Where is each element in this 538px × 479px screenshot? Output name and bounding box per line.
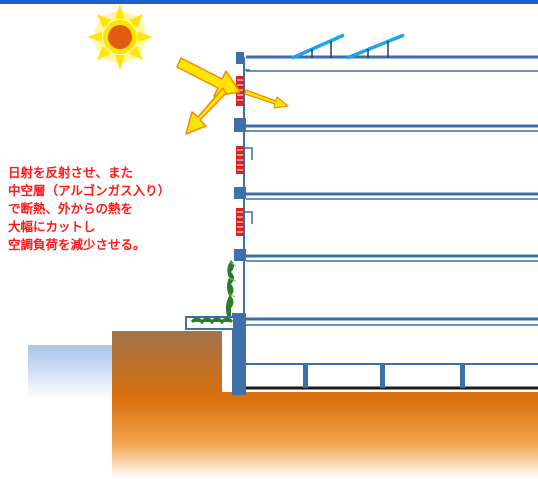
transmitted-heat-arrow (244, 89, 289, 109)
sun-icon (87, 4, 153, 70)
green-wall-icon (185, 260, 237, 330)
caption-line: 中空層（アルゴンガス入り） (8, 183, 171, 198)
soil-mound (112, 331, 222, 398)
explanation-caption: 日射を反射させ、また 中空層（アルゴンガス入り） で断熱、外からの熱を 大幅にカ… (8, 164, 218, 254)
basement-columns (303, 364, 465, 388)
caption-line: 空調負荷を減少させる。 (8, 237, 146, 252)
reflected-sunlight-arrow (176, 57, 241, 135)
solar-panel-icon (291, 33, 405, 60)
top-bar (0, 0, 538, 4)
caption-line: で断熱、外からの熱を (8, 201, 134, 216)
building-floors (246, 55, 538, 390)
water-area (28, 345, 112, 400)
soil-bottom (112, 398, 538, 479)
caption-line: 大幅にカットし (8, 219, 96, 234)
caption-line: 日射を反射させ、また (8, 165, 134, 180)
ground (28, 331, 538, 479)
